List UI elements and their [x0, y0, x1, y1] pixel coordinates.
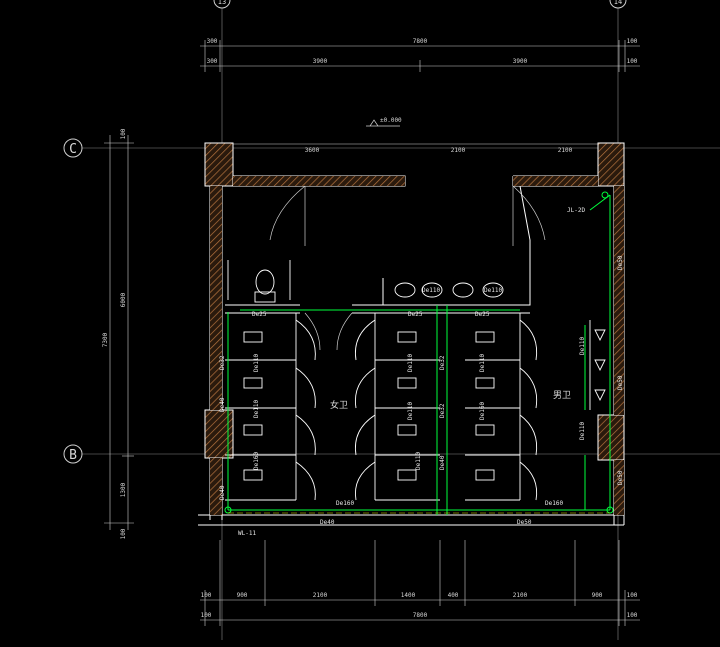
dim-left-bot-off: 100 [120, 528, 127, 539]
pipe-label-de50-bot: De50 [517, 519, 532, 526]
pipe-label-de40-bot: De40 [320, 519, 335, 526]
urinals [589, 320, 606, 410]
dim-inner-mid: 2100 [451, 147, 466, 154]
pipe-label-de110-top: De110 [422, 287, 440, 294]
dim-bottom2-right-off: 100 [627, 612, 638, 619]
pipe-label-de110-r: De110 [579, 337, 586, 355]
dim-left-total: 7300 [102, 332, 109, 347]
axis-label-13: 13 [218, 0, 226, 6]
dim-bottom-right-off: 100 [627, 592, 638, 599]
dim-inner-left: 3600 [305, 147, 320, 154]
axis-label-c: C [69, 142, 77, 157]
dimension-lines-bottom [200, 540, 640, 626]
room-label-women: 女卫 [330, 399, 348, 411]
dim-bottom-overall: 7800 [413, 612, 428, 619]
men-stalls-left [354, 313, 440, 501]
pipe-label-de110-rv: De110 [415, 452, 422, 470]
pipe-label-de110-mid: De110 [484, 287, 502, 294]
dim-top-half-right: 3900 [513, 58, 528, 65]
dim-bottom-5: 2100 [513, 592, 528, 599]
pipe-label-de160-bot-r: De160 [479, 402, 486, 420]
level-text: ±0.000 [380, 117, 402, 124]
washbasins [394, 282, 504, 298]
pipes [224, 191, 614, 515]
axis-label-14: 14 [614, 0, 622, 6]
dimension-lines-left [104, 135, 134, 530]
level-marker [366, 119, 400, 127]
men-stalls-right [465, 313, 538, 501]
pipe-label-de40-bl: De40 [219, 485, 226, 500]
dim-bottom-2: 2100 [313, 592, 328, 599]
pipe-label-de50-r2: De50 [617, 375, 624, 390]
dim-top-left-offset: 300 [207, 38, 218, 45]
accessible-wc [227, 260, 291, 303]
dim-bottom-4: 400 [448, 592, 459, 599]
dim-left-lower: 1300 [120, 482, 127, 497]
pipe-label-de25-b: De25 [408, 311, 423, 318]
dimension-lines-top [200, 40, 640, 145]
dim-bottom-3: 1400 [401, 592, 416, 599]
pipe-label-de110-mr: De110 [479, 354, 486, 372]
wall-hatch [210, 176, 624, 515]
pipe-label-de160-l2: De110 [253, 400, 260, 418]
grid-bubbles [63, 0, 627, 464]
pipe-label-wl: WL-11 [238, 530, 256, 537]
pipe-label-de50-r3: De50 [617, 470, 624, 485]
pipe-label-de160-bot-l: De160 [253, 452, 260, 470]
pipe-label-jl: JL-2D [567, 207, 585, 214]
pipe-label-de110-r2: De110 [407, 402, 414, 420]
dim-top-half-left: 3900 [313, 58, 328, 65]
women-stalls [225, 313, 316, 501]
dim-left-upper: 6000 [120, 292, 127, 307]
door-swings [269, 185, 546, 351]
pipe-label-de160-l: De160 [336, 500, 354, 507]
pipe-label-de110-r-lower: De110 [579, 422, 586, 440]
room-label-men: 男卫 [553, 390, 571, 401]
pipe-label-de110-l1: De110 [253, 354, 260, 372]
pipe-label-de40-l: De40 [219, 397, 226, 412]
pipe-label-de32-l: De32 [219, 355, 226, 370]
pipe-label-de160-r: De160 [545, 500, 563, 507]
dim-left-top-off: 100 [120, 128, 127, 139]
pipe-label-de40-m: De40 [439, 455, 446, 470]
dim-inner-right: 2100 [558, 147, 573, 154]
dim-bottom-1: 900 [237, 592, 248, 599]
pipe-label-de110-r1: De110 [407, 354, 414, 372]
pipe-label-de32-m2: De32 [439, 403, 446, 418]
dim-top2-right-offset: 100 [627, 58, 638, 65]
columns [204, 142, 625, 461]
pipe-label-de25-c: De25 [475, 311, 490, 318]
dim-top-overall: 7800 [413, 38, 428, 45]
axis-label-b: B [69, 448, 77, 463]
dim-bottom2-left-off: 100 [201, 612, 212, 619]
dim-bottom-6: 900 [592, 592, 603, 599]
pipe-label-de50-r1: De50 [617, 255, 624, 270]
pipe-label-de25-a: De25 [252, 311, 267, 318]
pipe-label-de32-m: De32 [439, 355, 446, 370]
dim-top2-left-offset: 300 [207, 58, 218, 65]
dim-bottom-left-off: 100 [201, 592, 212, 599]
dim-top-right-offset: 100 [627, 38, 638, 45]
